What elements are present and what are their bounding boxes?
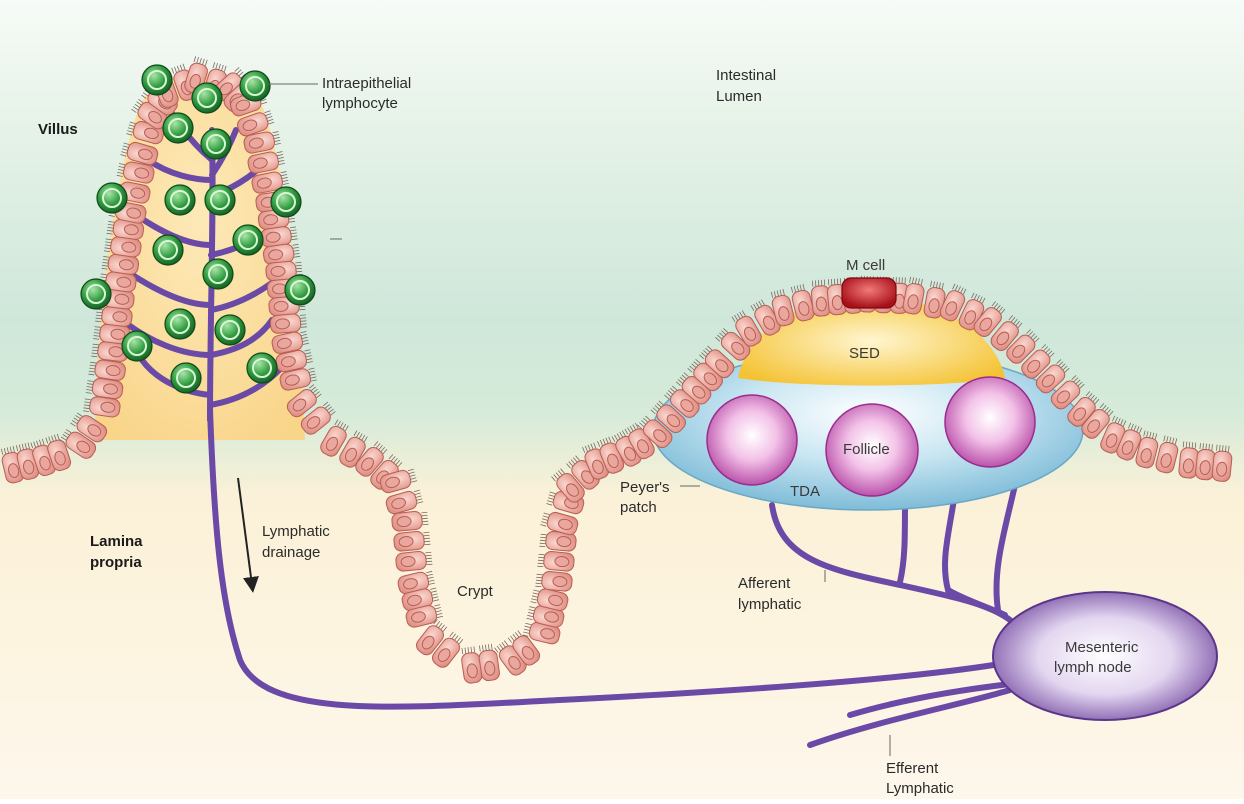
lymphocyte bbox=[171, 363, 201, 393]
lymphatic-drainage-label-2: drainage bbox=[262, 544, 320, 561]
lymphocyte bbox=[153, 235, 183, 265]
tda-label: TDA bbox=[790, 483, 820, 500]
lymphocyte bbox=[165, 309, 195, 339]
peyers-label-2: patch bbox=[620, 499, 657, 516]
lumen-label-2: Lumen bbox=[716, 88, 762, 105]
lymphocyte bbox=[97, 183, 127, 213]
sed-label: SED bbox=[849, 345, 880, 362]
lymphocyte bbox=[192, 83, 222, 113]
lymphocyte bbox=[122, 331, 152, 361]
mesenteric-label-2: lymph node bbox=[1054, 659, 1132, 676]
lymphocyte bbox=[201, 129, 231, 159]
lymphocyte bbox=[203, 259, 233, 289]
lymphocyte bbox=[163, 113, 193, 143]
lymphocyte bbox=[81, 279, 111, 309]
intraepithelial-label-1: Intraepithelial bbox=[322, 75, 411, 92]
efferent-label-1: Efferent bbox=[886, 760, 939, 777]
lymphocyte bbox=[215, 315, 245, 345]
lymphocyte bbox=[165, 185, 195, 215]
intraepithelial-label-2: lymphocyte bbox=[322, 95, 398, 112]
villus-label: Villus bbox=[38, 121, 78, 138]
follicle-label: Follicle bbox=[843, 441, 890, 458]
lymphocyte bbox=[205, 185, 235, 215]
m-cell-label: M cell bbox=[846, 257, 885, 274]
lymphocyte bbox=[240, 71, 270, 101]
lymphocyte bbox=[285, 275, 315, 305]
follicle-left bbox=[707, 395, 797, 485]
peyers-label-1: Peyer's bbox=[620, 479, 670, 496]
follicle-right bbox=[945, 377, 1035, 467]
lymphatic-drainage-label-1: Lymphatic bbox=[262, 523, 330, 540]
mesenteric-lymph-node bbox=[993, 592, 1217, 720]
lamina-label-1: Lamina bbox=[90, 533, 143, 550]
lymphocyte bbox=[142, 65, 172, 95]
afferent-label-1: Afferent bbox=[738, 575, 791, 592]
lumen-label-1: Intestinal bbox=[716, 67, 776, 84]
efferent-label-2: Lymphatic bbox=[886, 780, 954, 797]
lamina-label-2: propria bbox=[90, 554, 142, 571]
crypt-label: Crypt bbox=[457, 583, 494, 600]
lymphocyte bbox=[233, 225, 263, 255]
mesenteric-label-1: Mesenteric bbox=[1065, 639, 1139, 656]
lymphocyte bbox=[247, 353, 277, 383]
lymphocyte bbox=[271, 187, 301, 217]
m-cell bbox=[842, 278, 896, 308]
afferent-label-2: lymphatic bbox=[738, 596, 802, 613]
